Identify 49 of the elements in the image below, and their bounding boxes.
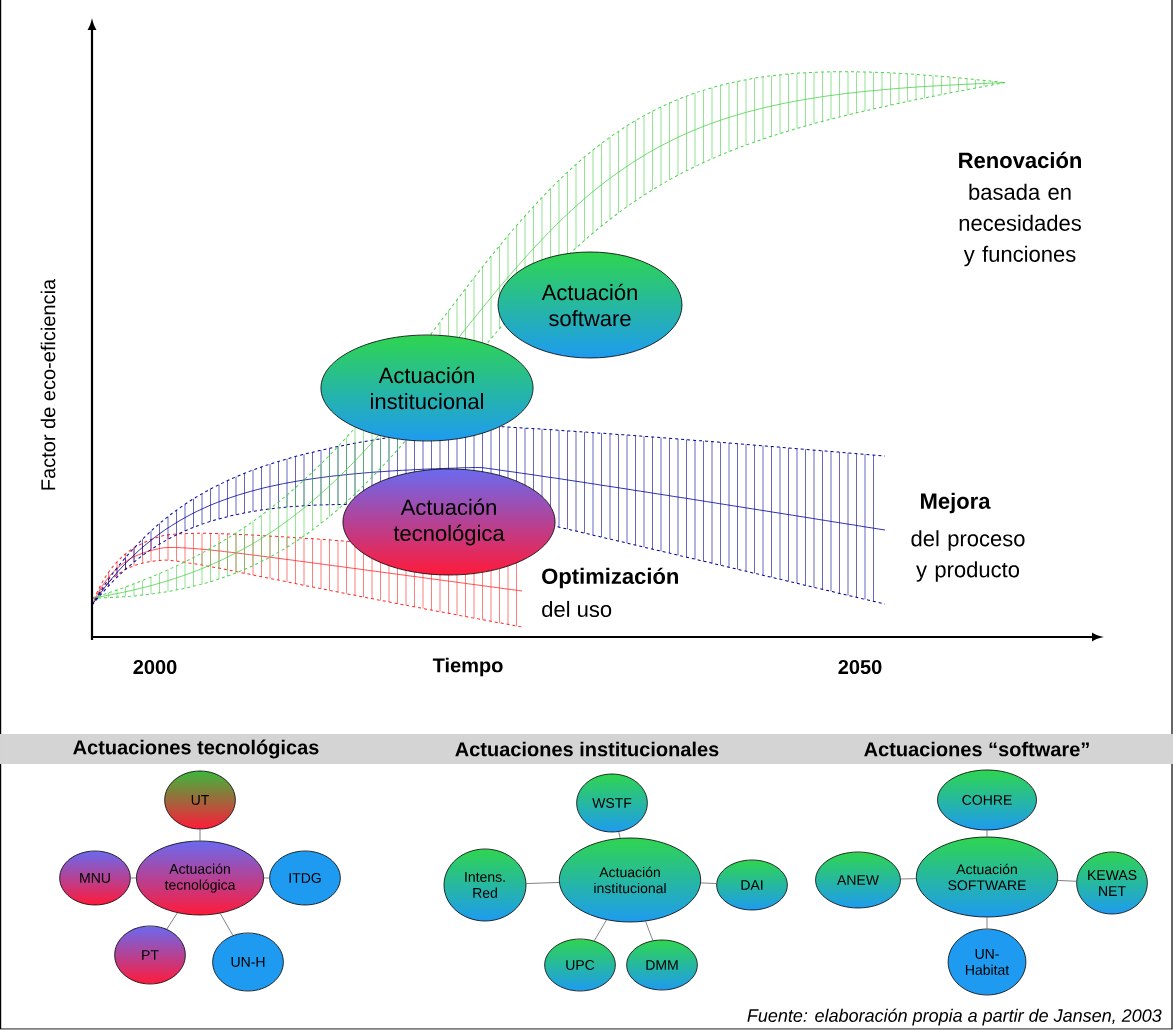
ellipse-node: Actuación tecnológica (135, 840, 265, 916)
ellipse-node: Actuación software (497, 251, 683, 359)
connector-line (700, 882, 717, 884)
curve-label: Mejora (921, 492, 991, 514)
section-header: Actuaciones tecnológicas (0, 734, 392, 764)
ellipse-node: UN-H (212, 932, 284, 992)
connector-line (130, 877, 137, 879)
connector-line (199, 829, 201, 841)
connector-line (986, 917, 988, 929)
node-label: Actuaciones institucionales (455, 741, 719, 757)
ellipse-node: UN-Habitat (947, 928, 1027, 996)
section-header: Actuaciones “software” (781, 734, 1173, 764)
connector-line (263, 877, 270, 879)
ellipse-node: DAI (716, 859, 788, 911)
connector-line (645, 921, 654, 941)
connector-line (593, 919, 607, 942)
ellipse-node: Actuación SOFTWARE (915, 836, 1059, 918)
connector-line (900, 878, 917, 880)
curve-label: basada en necesidades y funciones (959, 183, 1081, 267)
connector-line (219, 913, 234, 936)
node-label: Actuaciones tecnológicas (73, 739, 319, 759)
ellipse-node: WSTF (576, 773, 648, 833)
caption: Fuente: elaboración propia a partir de Jansen, 2003 (747, 1008, 1162, 1026)
connector-line (986, 830, 988, 837)
ellipse-node: ITDG (269, 850, 341, 906)
ellipse-node: DMM (626, 939, 698, 991)
curve-label: del proceso y producto (911, 530, 1025, 582)
curve-label: del uso (542, 600, 612, 618)
ellipse-node: Actuación institucional (558, 837, 702, 923)
ellipse-node: MNU (59, 850, 131, 906)
ellipse-node: KEWAS NET (1076, 851, 1148, 915)
ellipse-node: ANEW (815, 851, 901, 909)
ellipse-node: Actuación institucional (320, 334, 534, 442)
axis-label: 2050 (838, 659, 882, 675)
connector-line (526, 882, 560, 884)
axis-label: Tiempo (432, 657, 503, 677)
axis-label: Factor de eco-eficiencia (40, 278, 56, 490)
axis-label: 2000 (133, 659, 177, 675)
connector-line (166, 912, 178, 930)
ellipse-node: COHRE (937, 769, 1037, 831)
ellipse-node: UT (164, 770, 236, 830)
curve-label: Renovación (959, 151, 1081, 169)
node-label: Actuaciones “software” (864, 741, 1089, 757)
section-header: Actuaciones institucionales (392, 734, 782, 764)
ellipse-node: Intens. Red (443, 848, 527, 922)
connector-line (618, 831, 621, 839)
ellipse-node: PT (114, 925, 186, 985)
ellipse-node: UPC (544, 938, 616, 992)
connector-line (1057, 880, 1077, 882)
